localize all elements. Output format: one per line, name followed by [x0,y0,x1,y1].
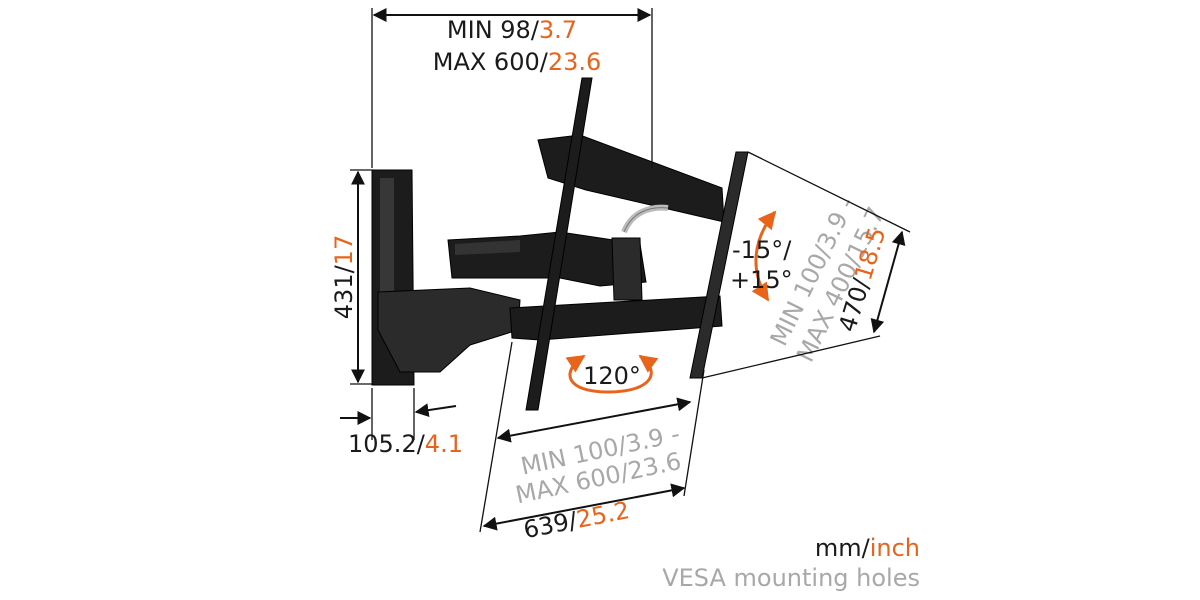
height-mm: 431/ [330,264,358,319]
svg-text:+15°: +15° [730,266,793,294]
legend-vesa-note: VESA mounting holes [662,564,920,592]
swivel-label: 120° [583,362,641,390]
top-min-inch: 3.7 [539,16,577,44]
legend-mm: mm/ [815,534,871,562]
lower-arm [377,287,521,373]
legend-inch: inch [870,534,920,562]
svg-text:431/17: 431/17 [330,235,358,319]
swivel-indicator: 120° [565,354,659,394]
depth-mm: 105.2/ [348,430,426,458]
depth-inch: 4.1 [425,430,463,458]
height-dimension: 431/17 [330,169,374,385]
extension-mm: 639/ [521,506,580,544]
top-width-dimension: MIN 98/3.7 MAX 600/23.6 [371,8,653,168]
tilt-line2: +15° [730,266,793,294]
svg-text:MIN 98/3.7: MIN 98/3.7 [447,16,577,44]
top-max-inch: 23.6 [548,48,601,76]
lower-long-arm [509,295,723,341]
depth-dimension: 105.2/4.1 [340,388,463,458]
top-max-mm: MAX 600/ [433,48,549,76]
svg-text:-15°/: -15°/ [732,236,792,264]
svg-text:MAX 600/23.6: MAX 600/23.6 [433,48,602,76]
top-min-mm: MIN 98/ [447,16,540,44]
wall-mount-illustration [371,77,749,411]
height-inch: 17 [330,235,358,266]
svg-text:mm/inch: mm/inch [815,534,920,562]
tilt-line1: -15°/ [732,236,792,264]
tilt-indicator: -15°/ +15° [730,210,793,302]
svg-text:105.2/4.1: 105.2/4.1 [348,430,463,458]
legend: mm/inch VESA mounting holes [662,534,920,592]
extension-inch: 25.2 [574,496,632,534]
